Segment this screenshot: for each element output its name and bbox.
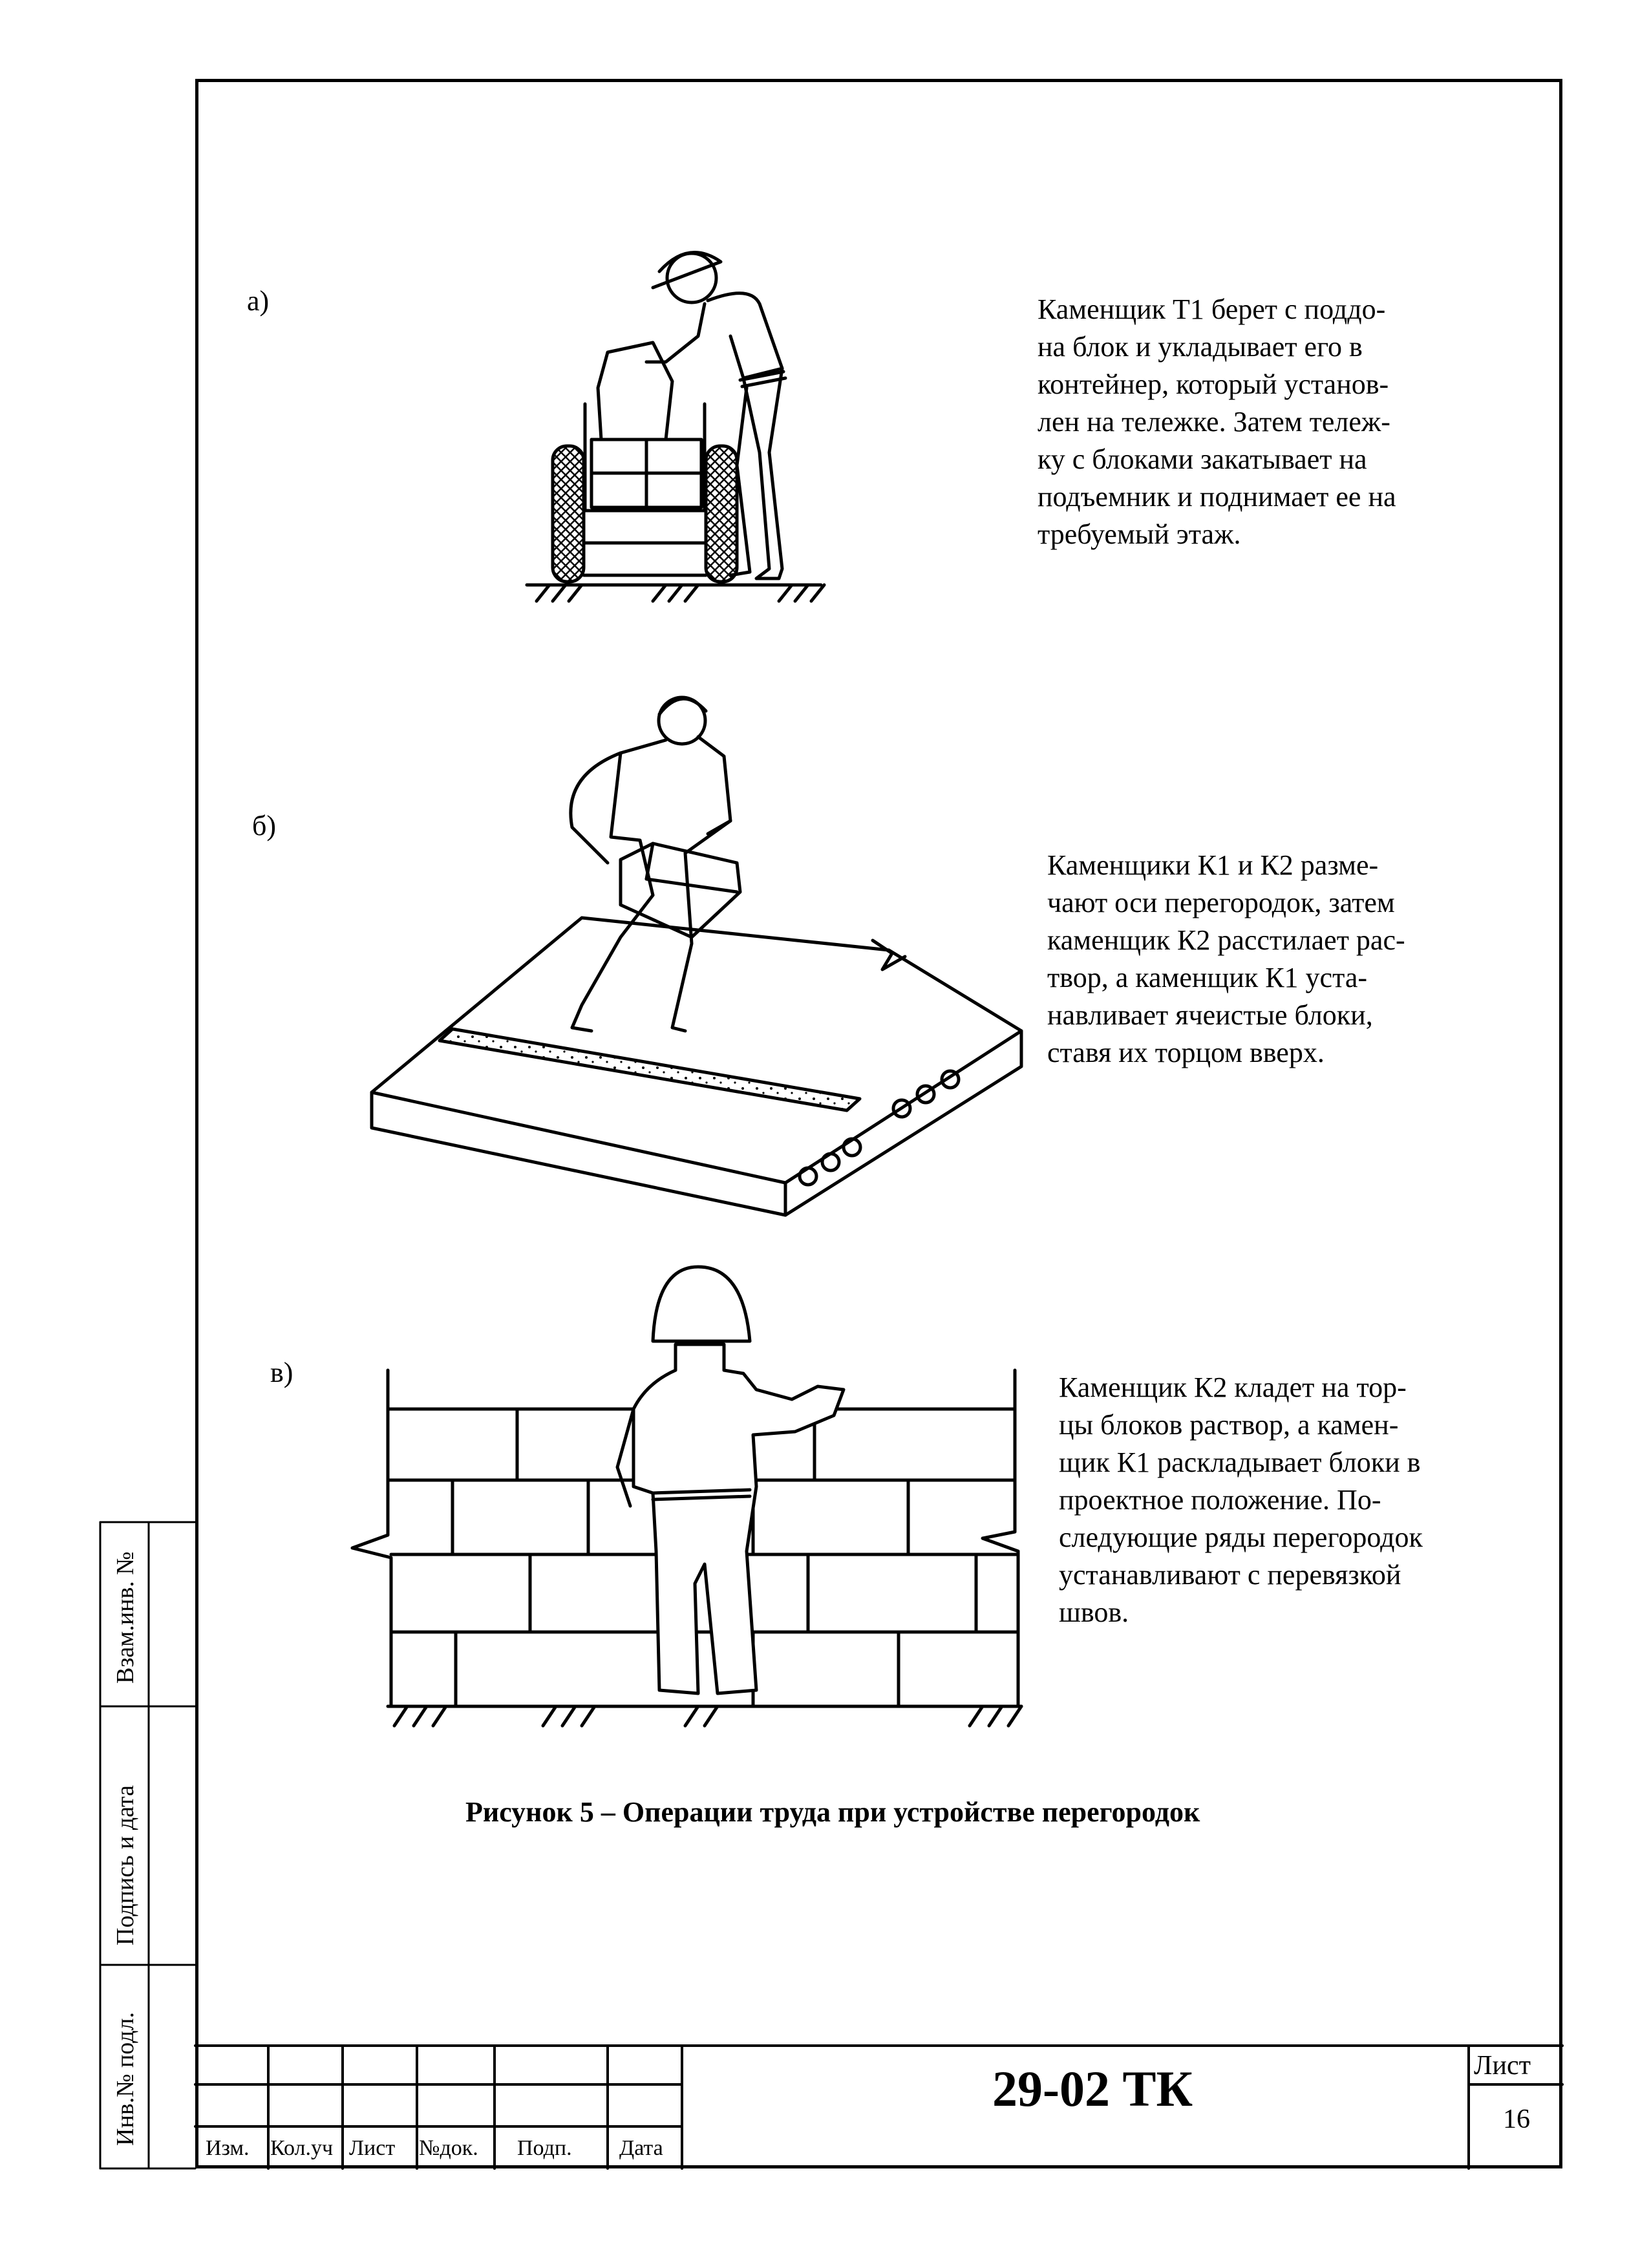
illustration-c-wall-worker bbox=[350, 1265, 1023, 1728]
illustration-a-cart-worker bbox=[525, 251, 826, 603]
document-code: 29-02 ТК bbox=[992, 2061, 1193, 2117]
side-label-original-inventory: Инв.№ подл. bbox=[112, 2011, 139, 2146]
sheet-number: 16 bbox=[1503, 2104, 1530, 2134]
panel-c-description: Каменщик К2 кладет на тор- цы блоков рас… bbox=[1059, 1372, 1423, 1628]
panel-a-label: а) bbox=[247, 285, 270, 317]
panel-b-description: Каменщики К1 и К2 разме- чают оси перего… bbox=[1047, 849, 1405, 1068]
title-block-header-quantity: Кол.уч bbox=[270, 2136, 334, 2160]
panel-a-description: Каменщик Т1 берет с поддо- на блок и укл… bbox=[1038, 293, 1396, 550]
title-block-header-date: Дата bbox=[619, 2136, 663, 2160]
title-block-header-sheet: Лист bbox=[349, 2136, 396, 2160]
drawing-frame bbox=[195, 79, 1562, 2168]
panel-c-label: в) bbox=[270, 1357, 293, 1388]
title-block-header-signature: Подп. bbox=[517, 2136, 572, 2160]
sheet-label: Лист bbox=[1474, 2051, 1531, 2081]
illustration-b-slab-worker bbox=[370, 695, 1023, 1217]
panel-b-label: б) bbox=[252, 810, 277, 842]
title-block-header-change: Изм. bbox=[206, 2136, 250, 2160]
title-block-header-doc-number: №док. bbox=[419, 2136, 478, 2160]
title-block-grid bbox=[194, 2044, 1564, 2170]
side-label-signature-date: Подпись и дата bbox=[112, 1785, 139, 1945]
side-stamp-grid bbox=[99, 1521, 197, 2170]
figure-caption: Рисунок 5 – Операции труда при устройств… bbox=[465, 1796, 1200, 1828]
side-label-replacement-inventory: Взам.инв. № bbox=[112, 1551, 139, 1684]
